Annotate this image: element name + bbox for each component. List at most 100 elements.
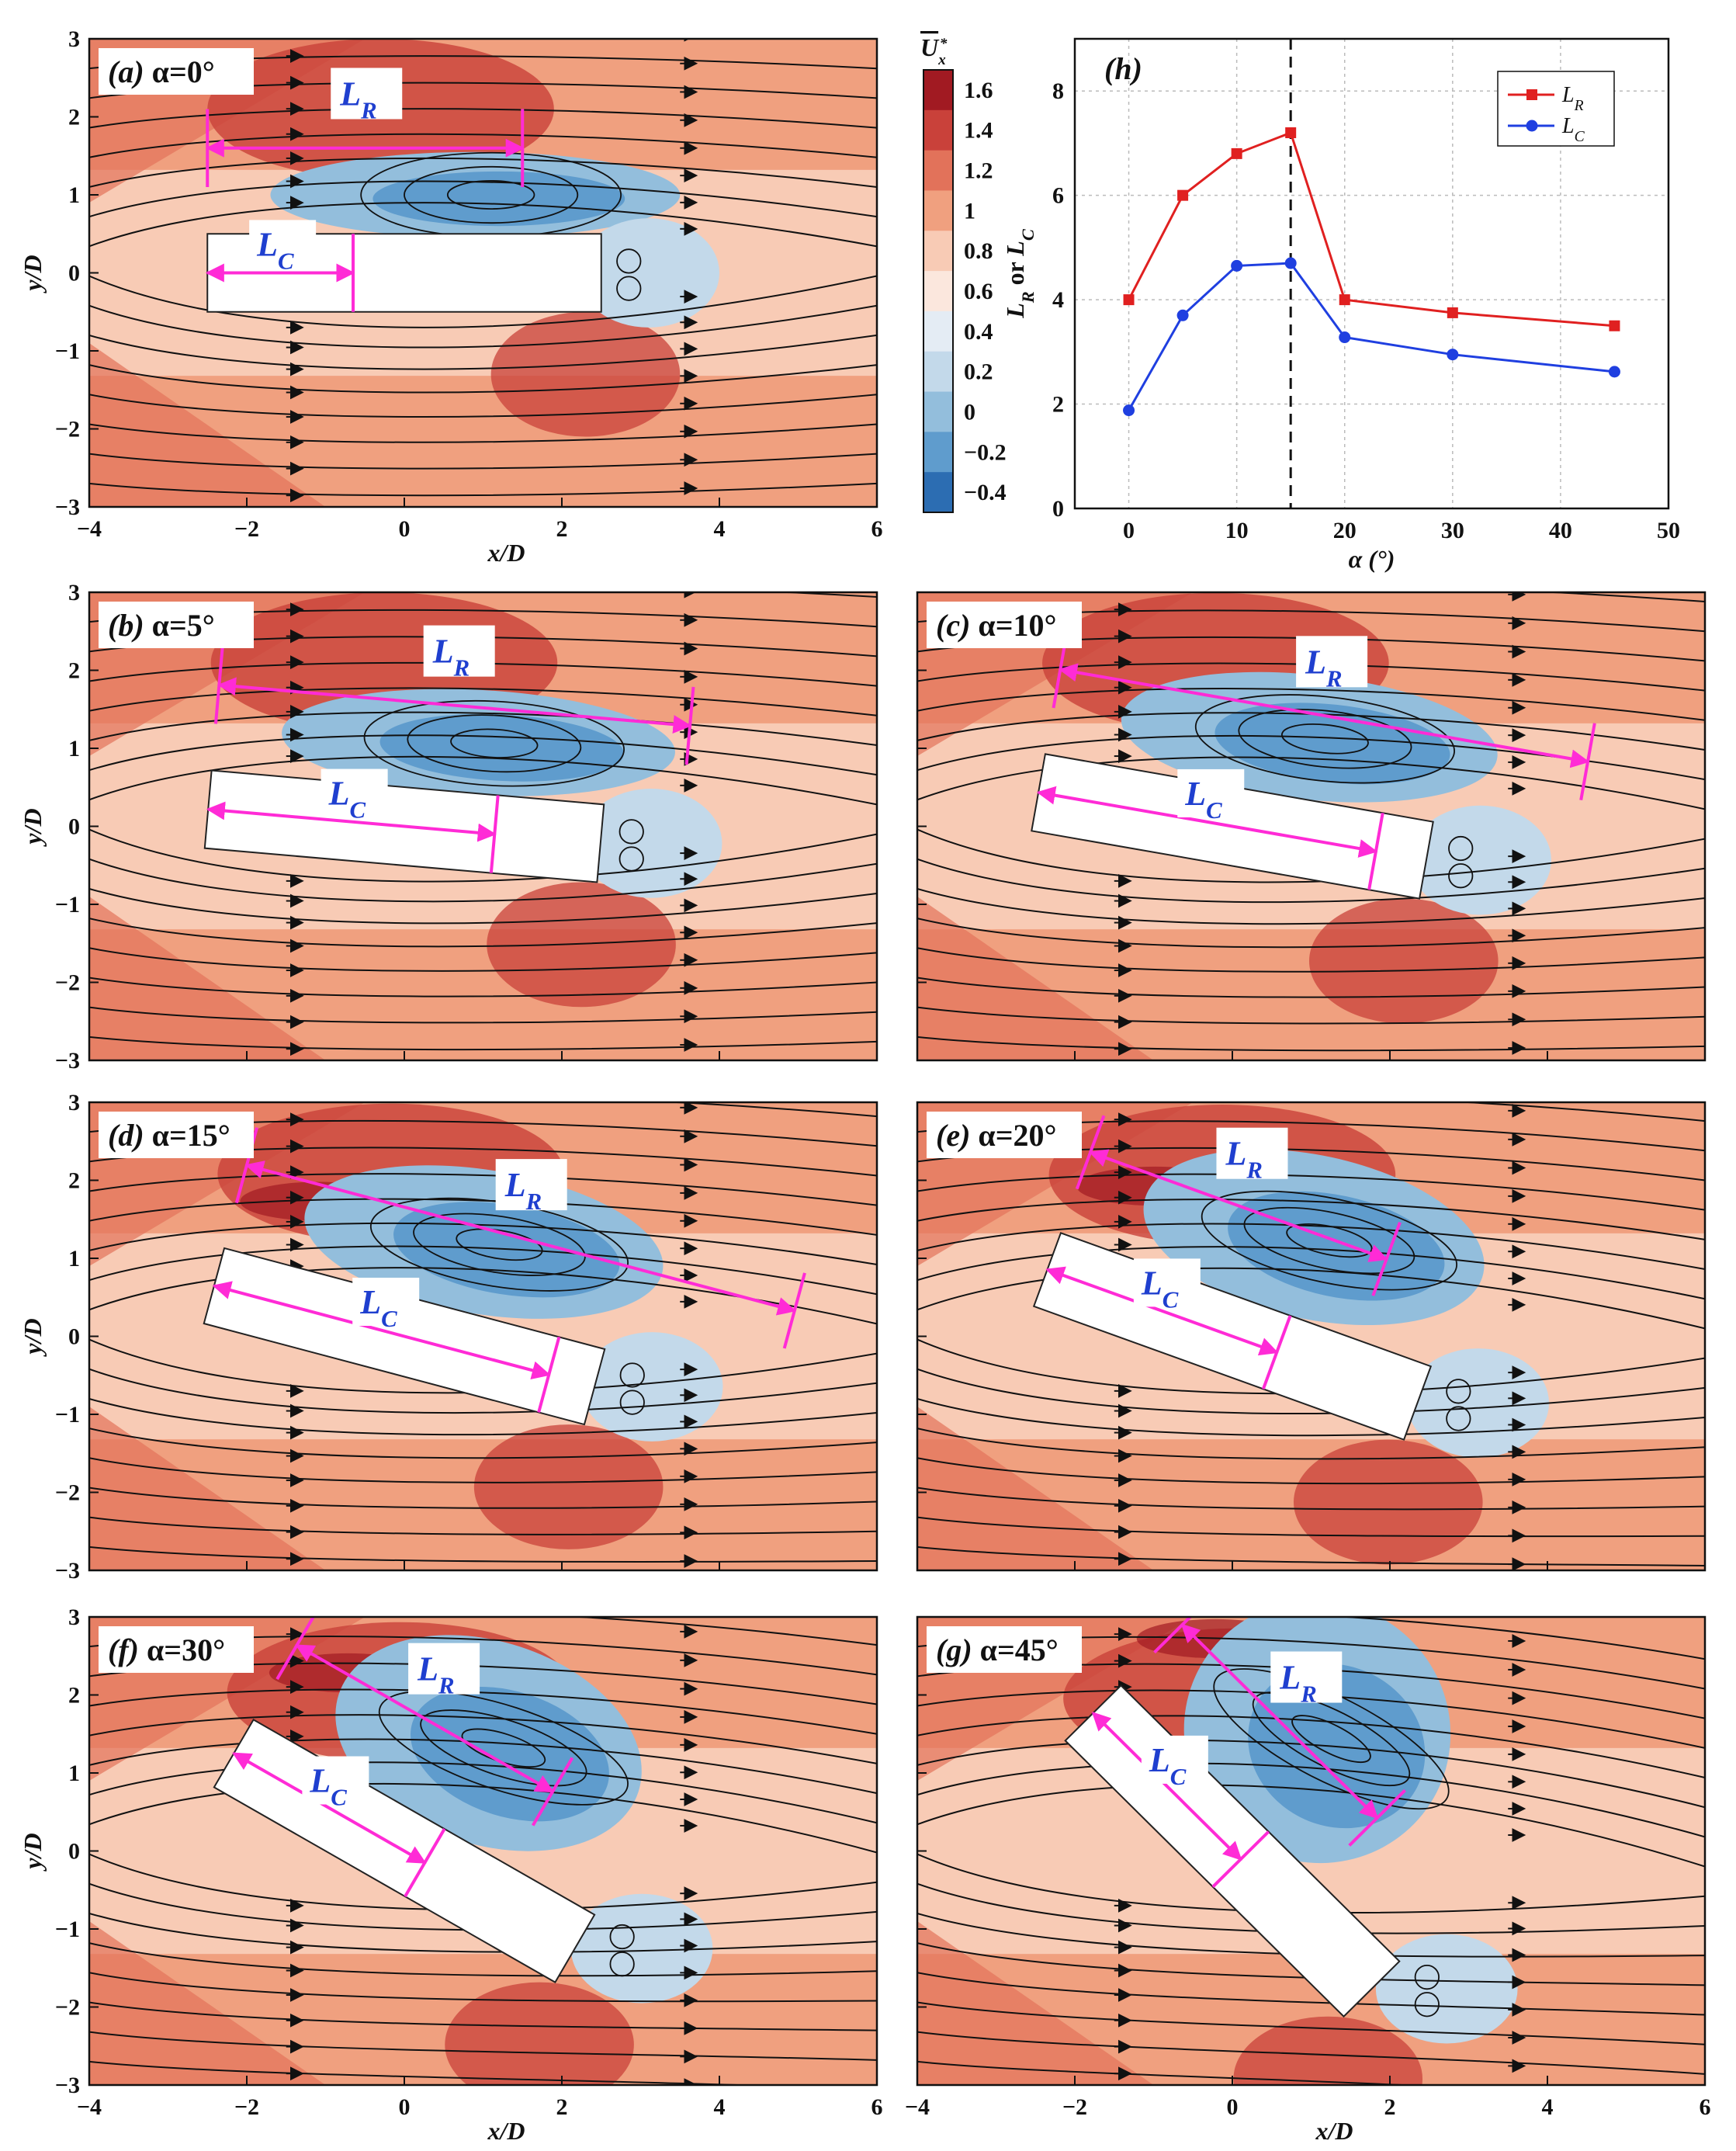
x-tick: 0 bbox=[399, 2094, 411, 2120]
wake-vortex bbox=[619, 1389, 645, 1415]
streamline bbox=[89, 133, 877, 158]
colorbar-swatch bbox=[923, 150, 953, 191]
x-tick: 10 bbox=[1225, 518, 1249, 543]
streamline bbox=[89, 394, 877, 418]
legend-label: LC bbox=[1561, 114, 1585, 145]
y-tick: 0 bbox=[68, 261, 80, 286]
lr-arrow bbox=[1058, 663, 1590, 768]
lr-tick bbox=[1371, 1222, 1402, 1296]
streamline bbox=[917, 1487, 1705, 1511]
y-tick: −3 bbox=[55, 1558, 80, 1584]
y-tick: 2 bbox=[68, 658, 80, 684]
x-tick: 6 bbox=[871, 516, 883, 542]
marker-R bbox=[1177, 189, 1189, 201]
y-axis-label: y/D bbox=[19, 1318, 47, 1357]
streamline bbox=[89, 2060, 764, 2085]
wake-vortex bbox=[619, 1362, 645, 1388]
streamline bbox=[89, 453, 877, 470]
lr-tick bbox=[1153, 1617, 1193, 1654]
y-tick: 0 bbox=[68, 814, 80, 840]
wake-zone bbox=[580, 789, 722, 898]
y-tick: 0 bbox=[1052, 496, 1064, 522]
streamline bbox=[917, 1397, 1705, 1437]
colorbar-swatch bbox=[923, 231, 953, 272]
wake-vortex bbox=[619, 846, 644, 872]
panel-label: (f) α=30° bbox=[99, 1626, 254, 1673]
streamline bbox=[89, 1972, 877, 2003]
streamline bbox=[917, 1546, 1705, 1566]
x-tick: 2 bbox=[556, 516, 568, 542]
lc-tick bbox=[1367, 812, 1384, 890]
streamline bbox=[917, 1102, 1705, 1122]
lr-arrow bbox=[1180, 1623, 1379, 1820]
streamline bbox=[917, 2031, 1705, 2075]
x-tick: −2 bbox=[234, 2094, 259, 2120]
lc-arrow bbox=[1045, 1266, 1279, 1356]
streamline bbox=[917, 977, 1705, 998]
lr-tick bbox=[782, 1272, 806, 1349]
marker-C bbox=[1608, 366, 1620, 378]
colorbar-tick: 0 bbox=[964, 399, 975, 425]
y-axis-label: y/D bbox=[19, 808, 47, 847]
y-tick: −3 bbox=[55, 1048, 80, 1074]
lr-tick bbox=[531, 1757, 574, 1827]
marker-R bbox=[1447, 307, 1458, 318]
lc-arrow bbox=[1091, 1712, 1242, 1861]
y-tick: −1 bbox=[55, 892, 80, 918]
marker-R bbox=[1285, 127, 1297, 138]
y-tick: −2 bbox=[55, 417, 80, 442]
vortex-ring bbox=[446, 180, 535, 210]
colorbar-swatch bbox=[923, 472, 953, 513]
wake-vortex bbox=[1446, 1406, 1471, 1431]
lr-label: LR bbox=[423, 625, 495, 682]
x-tick: 20 bbox=[1333, 518, 1357, 543]
streamline bbox=[89, 1546, 877, 1563]
svg-text:(g) α=45°: (g) α=45° bbox=[936, 1632, 1059, 1667]
streamline bbox=[89, 304, 877, 349]
y-tick: 3 bbox=[68, 1605, 80, 1630]
streamline bbox=[89, 1853, 877, 1911]
lr-tick bbox=[1348, 1788, 1406, 1847]
y-tick: 3 bbox=[68, 580, 80, 605]
streamline bbox=[89, 1428, 877, 1459]
wake-vortex bbox=[1414, 1992, 1440, 2017]
streamline bbox=[89, 1516, 877, 1535]
lc-label: LC bbox=[352, 1277, 420, 1332]
colorbar-tick: 0.2 bbox=[964, 359, 993, 385]
legend-marker bbox=[1526, 89, 1537, 100]
x-tick: 4 bbox=[1542, 2094, 1554, 2120]
lr-arrow bbox=[295, 1643, 555, 1793]
lr-text: LR bbox=[432, 633, 470, 682]
x-tick: 50 bbox=[1657, 518, 1680, 543]
svg-text:(b) α=5°: (b) α=5° bbox=[108, 608, 215, 643]
wake-vortex bbox=[1448, 835, 1474, 862]
streamline bbox=[917, 2001, 1705, 2045]
panel-label: (g) α=45° bbox=[927, 1626, 1082, 1673]
x-tick: −2 bbox=[1062, 2094, 1087, 2120]
lc-arrow bbox=[206, 801, 497, 842]
high-speed-bottom bbox=[473, 1424, 664, 1549]
colorbar-tick: 0.4 bbox=[964, 319, 993, 345]
lc-text: LC bbox=[1141, 1264, 1179, 1313]
legend-label: LR bbox=[1561, 83, 1584, 114]
x-axis-label: x/D bbox=[487, 539, 525, 567]
lr-tick bbox=[275, 1617, 316, 1681]
x-axis-label: x/D bbox=[1315, 2117, 1353, 2145]
y-tick: −1 bbox=[55, 1917, 80, 1942]
panel-label: (h) bbox=[1104, 51, 1142, 86]
streamline bbox=[89, 1617, 877, 1646]
x-tick: 4 bbox=[714, 2094, 726, 2120]
wake-zone bbox=[570, 1893, 713, 2004]
y-tick: 0 bbox=[68, 1324, 80, 1350]
panel-label: (c) α=10° bbox=[927, 602, 1082, 648]
marker-R bbox=[1339, 294, 1350, 306]
colorbar-tick: −0.2 bbox=[964, 439, 1007, 465]
y-tick: 1 bbox=[68, 1761, 80, 1786]
y-tick: 2 bbox=[68, 105, 80, 130]
streamline bbox=[917, 828, 1705, 883]
streamline bbox=[917, 1972, 1705, 2016]
lr-tick bbox=[1579, 723, 1596, 801]
x-tick: 4 bbox=[714, 516, 726, 542]
lr-label: LR bbox=[1216, 1127, 1288, 1184]
